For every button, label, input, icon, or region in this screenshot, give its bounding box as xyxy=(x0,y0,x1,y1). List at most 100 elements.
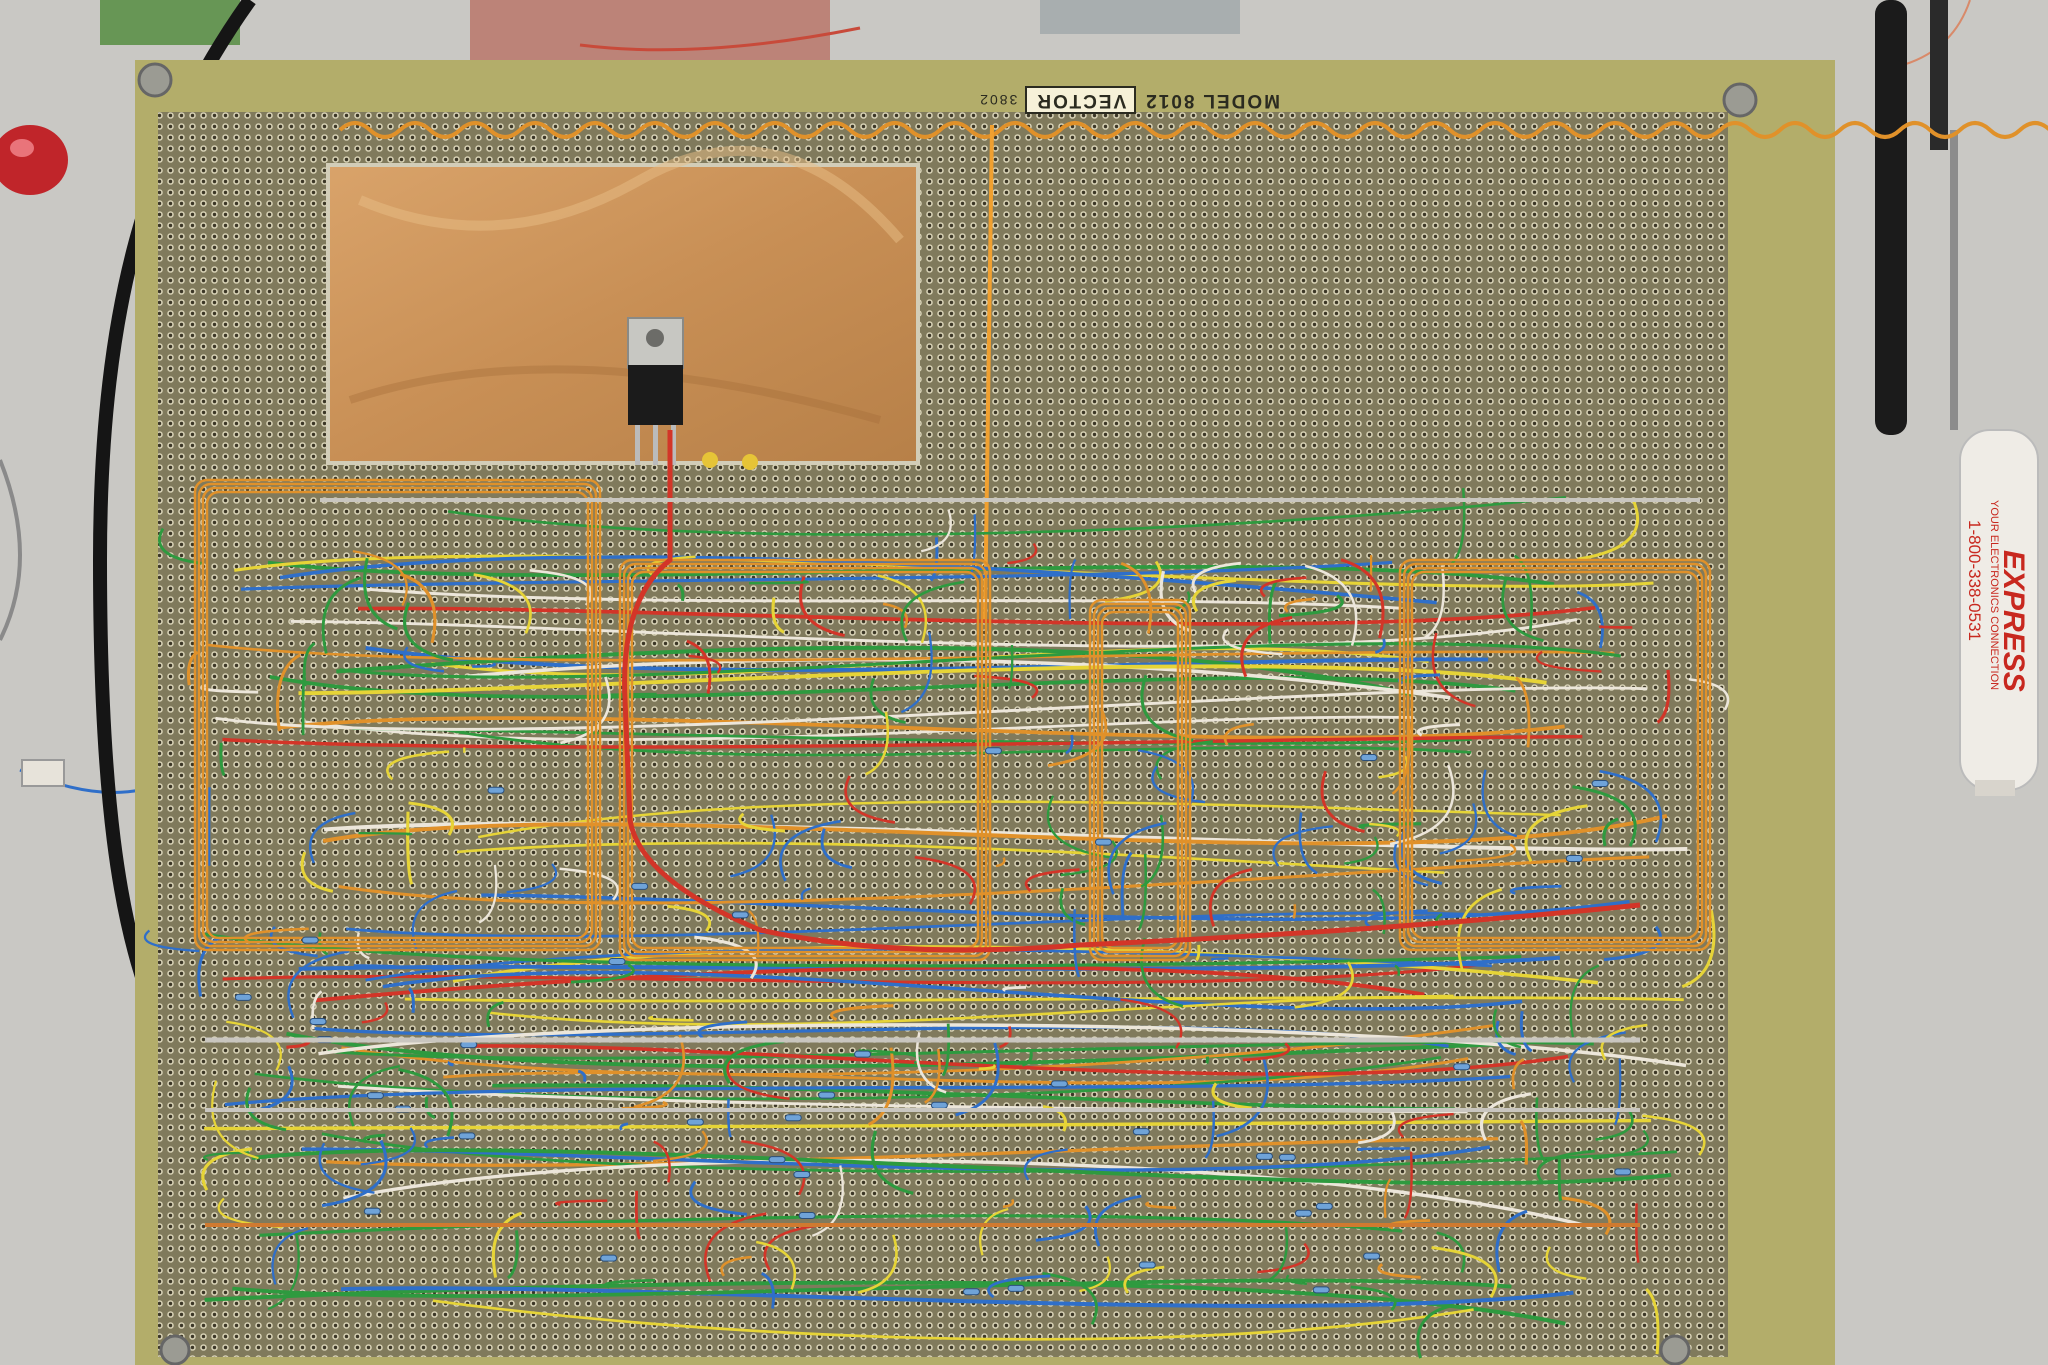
jumper-wire xyxy=(407,987,415,1013)
jumper-wire xyxy=(1344,836,1379,865)
screwdriver-brand: EXPRESS xyxy=(1997,550,2030,692)
jumper-wire xyxy=(1481,769,1518,838)
jumper-wire xyxy=(197,936,222,997)
jumper-wire xyxy=(1431,632,1476,708)
jumper-wire xyxy=(1495,1020,1517,1056)
jumper-wire xyxy=(1024,868,1080,892)
jumper-wire xyxy=(1357,1110,1396,1145)
jumper-wire xyxy=(867,1047,895,1126)
jumper-wire xyxy=(1495,1209,1528,1273)
wire xyxy=(338,855,1650,905)
jumper-wire xyxy=(203,1151,250,1162)
jumper-wire xyxy=(358,832,413,836)
jumper-wire xyxy=(870,1130,914,1195)
jumper-wire xyxy=(1042,1104,1068,1132)
jumper-wire xyxy=(634,1190,641,1240)
jumper-wire xyxy=(1358,822,1422,830)
jumper-wire xyxy=(287,950,350,1019)
resistor xyxy=(1312,1286,1330,1294)
wire xyxy=(322,814,1668,846)
jumper-wire xyxy=(1560,1196,1612,1236)
power-wire xyxy=(622,430,1641,953)
wire xyxy=(473,1044,1569,1076)
jumper-wire xyxy=(603,1278,656,1289)
wire xyxy=(315,965,1425,1003)
jumper-wire xyxy=(1195,944,1201,962)
jumper-wire xyxy=(749,580,809,585)
voltage-regulator xyxy=(627,317,758,470)
jumper-wire xyxy=(1155,740,1213,780)
bus-loop-wire xyxy=(1402,562,1708,948)
jumper-wire xyxy=(1340,558,1385,639)
jumper-wire xyxy=(676,583,685,602)
jumper-wire xyxy=(352,550,408,607)
jumper-wire xyxy=(653,1130,708,1163)
jumper-wire xyxy=(1416,723,1461,737)
wire xyxy=(222,734,1583,749)
jumper-wire xyxy=(1320,770,1365,833)
resistor xyxy=(1294,1209,1312,1217)
resistor xyxy=(818,1091,836,1099)
jumper-wire xyxy=(1431,1246,1498,1299)
jumper-wire xyxy=(472,662,497,668)
resistor xyxy=(1315,1202,1333,1210)
jumper-wire xyxy=(1577,498,1639,561)
jumper-wire xyxy=(1059,887,1086,926)
jumper-wire xyxy=(1599,769,1663,843)
resistor xyxy=(631,882,649,890)
jumper-wire xyxy=(1509,884,1562,895)
wire xyxy=(259,1214,1403,1237)
jumper-wire xyxy=(1602,817,1619,847)
jumper-wire xyxy=(1023,1148,1068,1181)
jumper-wire xyxy=(1298,812,1318,875)
jumper-wire xyxy=(920,509,952,553)
jumper-wire xyxy=(1595,1110,1634,1141)
jumper-wire xyxy=(1600,1023,1648,1061)
jumper-wire xyxy=(348,1064,401,1127)
resistor xyxy=(458,1132,476,1140)
jumper-wire xyxy=(560,676,611,745)
jumper-wire xyxy=(941,1023,951,1077)
jumper-wire xyxy=(243,927,309,945)
jumper-wire xyxy=(1501,578,1544,642)
jumper-wire xyxy=(1535,650,1602,673)
jumper-wire xyxy=(1383,1178,1392,1218)
jumper-wire xyxy=(1007,542,1038,565)
wire xyxy=(269,674,1516,699)
resistor xyxy=(309,1017,327,1025)
jumper-wire xyxy=(1369,822,1401,838)
jumper-wire xyxy=(720,1255,752,1277)
jumper-wire xyxy=(1304,564,1358,646)
wire xyxy=(432,1299,1474,1341)
resistor xyxy=(1278,1153,1296,1161)
wiring-harness xyxy=(143,430,1730,1359)
wire xyxy=(298,664,1547,696)
jumper-wire xyxy=(730,814,776,878)
jumper-wire xyxy=(1519,1120,1529,1165)
wire xyxy=(357,587,1400,610)
jumper-wire xyxy=(820,828,853,870)
jumper-wire xyxy=(829,1004,894,1022)
jumper-wire xyxy=(914,855,977,905)
jumper-wire xyxy=(1642,1114,1706,1156)
jumper-wire xyxy=(1222,628,1283,656)
wire xyxy=(326,1137,1499,1167)
jumper-wire xyxy=(1283,597,1316,613)
jumper-wire xyxy=(1191,561,1242,596)
resistor xyxy=(1138,1261,1156,1269)
jumper-wire xyxy=(798,575,845,638)
jumper-wire xyxy=(1511,1058,1525,1090)
resistor xyxy=(793,1171,811,1179)
jumper-wire xyxy=(1002,985,1027,992)
jumper-wire xyxy=(1007,644,1014,690)
jumper-wire xyxy=(1140,674,1194,743)
jumper-wire xyxy=(1455,843,1517,863)
jumper-wire xyxy=(1576,590,1604,649)
jumper-wire xyxy=(1265,1221,1289,1283)
jumper-wire xyxy=(1389,764,1455,846)
screwdriver xyxy=(1950,130,2039,796)
jumper-wire xyxy=(506,1230,519,1280)
jumper-wire xyxy=(755,1240,797,1290)
jumper-wire xyxy=(726,1053,790,1100)
